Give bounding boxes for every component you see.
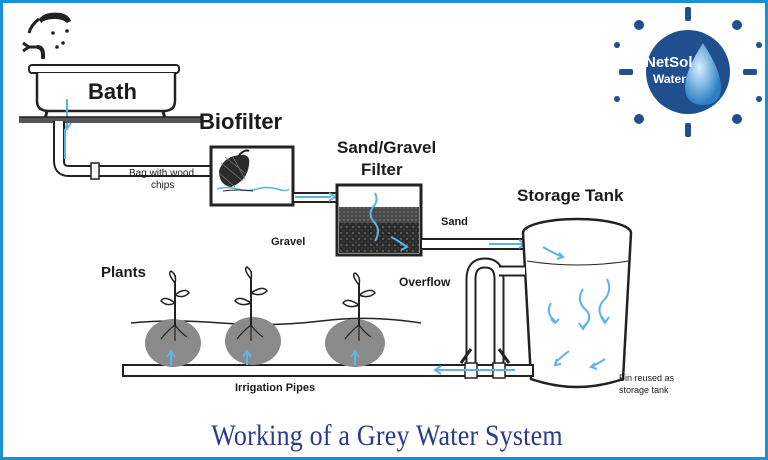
sun-rays-icon — [614, 7, 762, 137]
sand-label: Sand — [441, 216, 468, 228]
bathtub — [28, 64, 180, 131]
water-drop-icon — [685, 43, 721, 105]
bath-label: Bath — [88, 79, 137, 104]
floor-slab — [19, 116, 201, 123]
overflow-pipe — [459, 257, 525, 375]
storage-tank-label: Storage Tank — [517, 186, 624, 205]
bag-label-2: chips — [151, 180, 174, 191]
diagram-caption: Working of a Grey Water System — [211, 418, 563, 453]
netsol-water-logo: NetSol Water — [614, 7, 762, 137]
sand-gravel-filter-box — [335, 183, 423, 257]
plant-1 — [145, 270, 201, 367]
irrigation-pipe — [122, 362, 534, 379]
bin-label-2: storage tank — [619, 385, 669, 395]
faucet-icon — [22, 41, 45, 59]
gravel-label: Gravel — [271, 236, 305, 248]
storage-tank — [521, 217, 633, 389]
logo-brand-1: NetSol — [645, 54, 693, 71]
sand-gravel-label-2: Filter — [361, 160, 403, 179]
bag-label-1: Bag with wood — [129, 168, 194, 179]
overflow-label: Overflow — [399, 275, 451, 289]
plant-2 — [225, 266, 281, 365]
irrigation-pipes-label: Irrigation Pipes — [235, 382, 315, 394]
biofilter-label: Biofilter — [199, 109, 283, 134]
wood-chip-bag-icon — [218, 149, 250, 188]
pipe-sandfilter-to-tank — [420, 238, 532, 250]
pipe-biofilter-to-sandfilter — [292, 192, 338, 203]
grey-water-diagram: Bath Biofilter Bag with wood chips Sand/… — [19, 7, 762, 395]
plant-3 — [325, 272, 385, 367]
plants-label: Plants — [101, 264, 146, 281]
logo-brand-2: Water — [653, 72, 686, 86]
drain-pipe — [53, 121, 215, 180]
sand-gravel-label-1: Sand/Gravel — [337, 138, 436, 157]
shower-head-icon — [27, 12, 71, 49]
bin-label-1: Bin reused as — [619, 373, 675, 383]
